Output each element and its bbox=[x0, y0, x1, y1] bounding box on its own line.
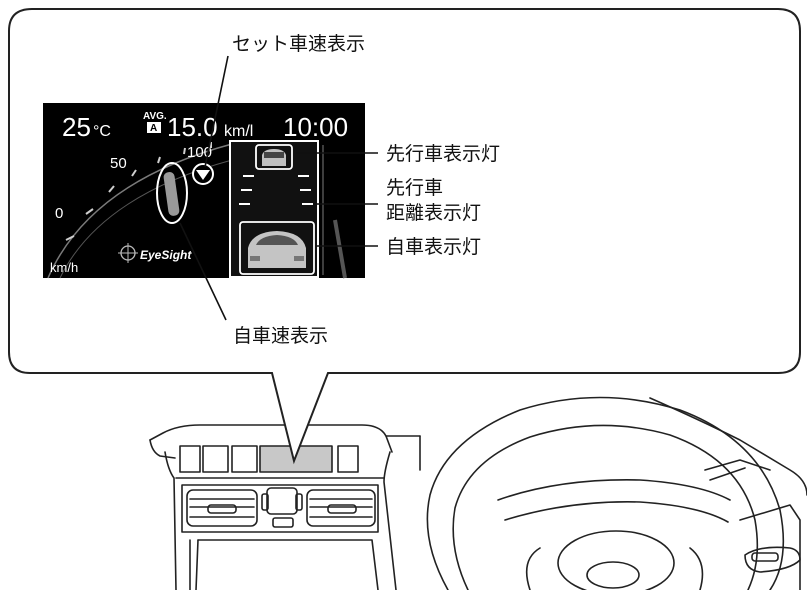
callout-own-vehicle: 自車表示灯 bbox=[386, 236, 481, 258]
brand-label: EyeSight bbox=[140, 248, 192, 262]
leader-lines bbox=[179, 55, 378, 321]
callout-lead-vehicle: 先行車表示灯 bbox=[386, 143, 500, 165]
callout-distance-line2: 距離表示灯 bbox=[386, 202, 481, 224]
speed-ticks bbox=[65, 142, 212, 241]
speed-unit: km/h bbox=[50, 260, 78, 275]
own-speed-highlight bbox=[156, 162, 188, 224]
dashboard-illustration bbox=[149, 396, 807, 590]
multi-function-display: 25 °C AVG. A 15.0 km/l 10:00 0 50 100 km… bbox=[43, 103, 365, 279]
speed-tick-0: 0 bbox=[55, 205, 63, 222]
own-vehicle-icon bbox=[239, 221, 315, 275]
own-speed-needle bbox=[163, 172, 180, 216]
lead-vehicle-icon bbox=[255, 144, 293, 170]
fuel-economy-value: 15.0 bbox=[167, 112, 218, 142]
callout-set-speed: セット車速表示 bbox=[232, 33, 365, 55]
temperature-value: 25 bbox=[62, 112, 91, 142]
temperature-unit: °C bbox=[93, 123, 111, 140]
avg-label: AVG. bbox=[143, 111, 167, 122]
distance-bars bbox=[239, 175, 313, 205]
avg-badge: A bbox=[150, 123, 157, 134]
callout-distance-line1: 先行車 bbox=[386, 177, 443, 199]
speed-tick-100: 100 bbox=[187, 144, 212, 161]
avg-badge-box bbox=[147, 122, 161, 133]
callout-own-speed: 自車速表示 bbox=[233, 325, 328, 347]
clock: 10:00 bbox=[283, 112, 348, 142]
speed-tick-50: 50 bbox=[110, 155, 127, 172]
fuel-economy-unit: km/l bbox=[224, 123, 253, 140]
